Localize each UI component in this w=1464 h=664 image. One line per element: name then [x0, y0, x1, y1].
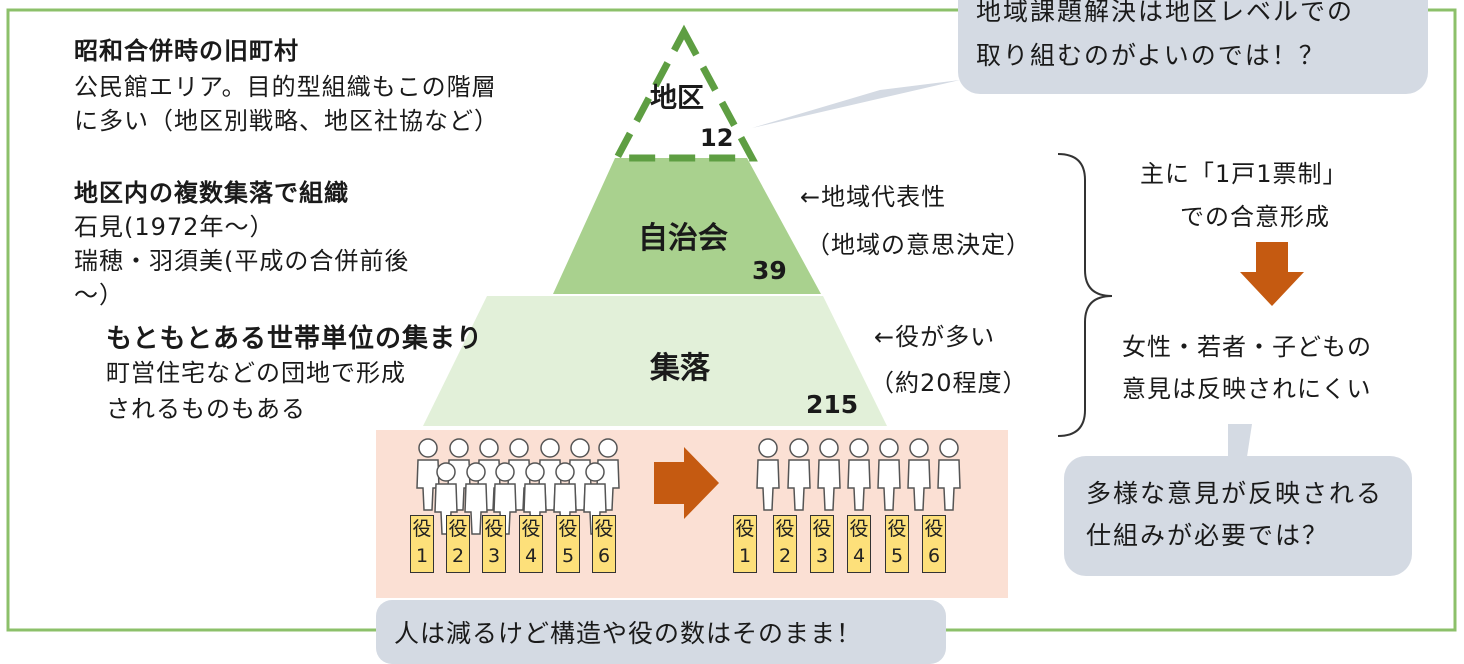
- role-box-number: 5: [561, 545, 575, 567]
- role-box-label: 役: [812, 518, 832, 540]
- person-icon: [877, 438, 901, 511]
- role-box-label: 役: [775, 518, 795, 540]
- person-icon: [847, 438, 871, 511]
- note-representation-line2: （地域の意思決定）: [806, 231, 1031, 259]
- callout-top-line1: 地域課題解決は地区レベルでの: [976, 0, 1355, 26]
- person-icon: [493, 462, 517, 535]
- callout-right-line2: 仕組みが必要では？: [1086, 521, 1330, 550]
- people-group-after: [756, 438, 961, 511]
- role-box-number: 5: [890, 545, 904, 567]
- callout-right: 多様な意見が反映される 仕組みが必要では？: [1064, 456, 1412, 576]
- diagram-graphics: [6, 8, 1457, 632]
- pyramid-top-tier: [611, 24, 758, 162]
- callout-top-line2: 取り組むのがよいのでは！？: [976, 41, 1326, 70]
- callout-right-line1: 多様な意見が反映される: [1086, 479, 1384, 508]
- person-icon: [817, 438, 841, 511]
- role-box-number: 3: [815, 545, 829, 567]
- role-box-number: 4: [852, 545, 866, 567]
- note-kyuchoson-line1: 公民館エリア。目的型組織もこの階層: [74, 73, 497, 101]
- people-group-before: [416, 438, 620, 535]
- pyramid-middle-label: 自治会: [638, 221, 728, 256]
- role-box-number: 4: [524, 545, 538, 567]
- person-icon: [464, 462, 488, 535]
- diagram: 地区 12 自治会 39 集落 215 昭和合併時の旧町村 公民館エリア。目的型…: [6, 0, 1457, 664]
- note-result-line1: 女性・若者・子どもの: [1122, 333, 1372, 361]
- right-brace: [1057, 153, 1113, 437]
- note-shuraku-title: もともとある世帯単位の集まり: [106, 324, 483, 354]
- note-jichikai-line1: 石見(1972年～）: [74, 213, 275, 241]
- role-box-number: 2: [778, 545, 792, 567]
- note-vote-line1: 主に「1戸1票制」: [1140, 160, 1348, 188]
- person-icon: [937, 438, 961, 511]
- note-representation-line1: ←地域代表性: [800, 183, 947, 211]
- pyramid-bottom-tier: [423, 296, 887, 426]
- person-icon: [434, 462, 458, 535]
- person-icon: [416, 438, 440, 511]
- role-box-number: 1: [738, 545, 752, 567]
- role-box-label: 役: [484, 518, 504, 540]
- note-kyuchoson-line2: に多い（地区別戦略、地区社協など）: [74, 107, 499, 135]
- person-icon: [907, 438, 931, 511]
- right-arrow-icon: [654, 447, 719, 519]
- top-callout-tail: [752, 80, 960, 128]
- callout-top: 地域課題解決は地区レベルでの 取り組むのがよいのでは！？: [958, 0, 1428, 94]
- role-box-number: 6: [927, 545, 941, 567]
- note-shuraku-line2: されるものもある: [106, 395, 306, 423]
- pyramid-middle-count: 39: [752, 256, 787, 285]
- role-box-number: 1: [415, 545, 429, 567]
- callout-bottom-text: 人は減るけど構造や役の数はそのまま！: [394, 619, 863, 648]
- role-box-label: 役: [735, 518, 755, 540]
- note-kyuchoson-title: 昭和合併時の旧町村: [74, 37, 299, 65]
- role-box-label: 役: [521, 518, 541, 540]
- role-box-label: 役: [412, 518, 432, 540]
- pyramid-middle-tier: [553, 158, 821, 294]
- role-box-number: 2: [451, 545, 465, 567]
- role-box-label: 役: [448, 518, 468, 540]
- role-box-label: 役: [594, 518, 614, 540]
- pyramid-bottom-count: 215: [806, 390, 859, 419]
- note-vote-line2: での合意形成: [1180, 203, 1330, 231]
- role-box-label: 役: [887, 518, 907, 540]
- role-box-number: 6: [597, 545, 611, 567]
- note-jichikai-line2: 瑞穂・羽須美(平成の合併前後: [74, 247, 410, 275]
- role-box-label: 役: [849, 518, 869, 540]
- person-icon: [787, 438, 811, 511]
- pyramid-top-count: 12: [700, 124, 734, 152]
- note-jichikai-title: 地区内の複数集落で組織: [74, 179, 349, 207]
- role-box-number: 3: [487, 545, 501, 567]
- note-jichikai-line3: ～）: [74, 281, 124, 309]
- outer-frame: [6, 8, 1457, 632]
- note-many-roles-line1: ←役が多い: [874, 323, 996, 351]
- role-box-label: 役: [924, 518, 944, 540]
- pyramid-top-label: 地区: [650, 83, 704, 114]
- note-shuraku-line1: 町営住宅などの団地で形成: [106, 359, 406, 387]
- person-icon: [583, 462, 607, 535]
- note-result-line2: 意見は反映されにくい: [1122, 375, 1372, 403]
- callout-bottom: 人は減るけど構造や役の数はそのまま！: [376, 600, 946, 664]
- person-icon: [756, 438, 780, 511]
- note-many-roles-line2: （約20程度）: [870, 369, 1028, 397]
- pyramid-bottom-label: 集落: [650, 351, 710, 386]
- down-arrow-icon: [1240, 242, 1304, 306]
- role-box-label: 役: [558, 518, 578, 540]
